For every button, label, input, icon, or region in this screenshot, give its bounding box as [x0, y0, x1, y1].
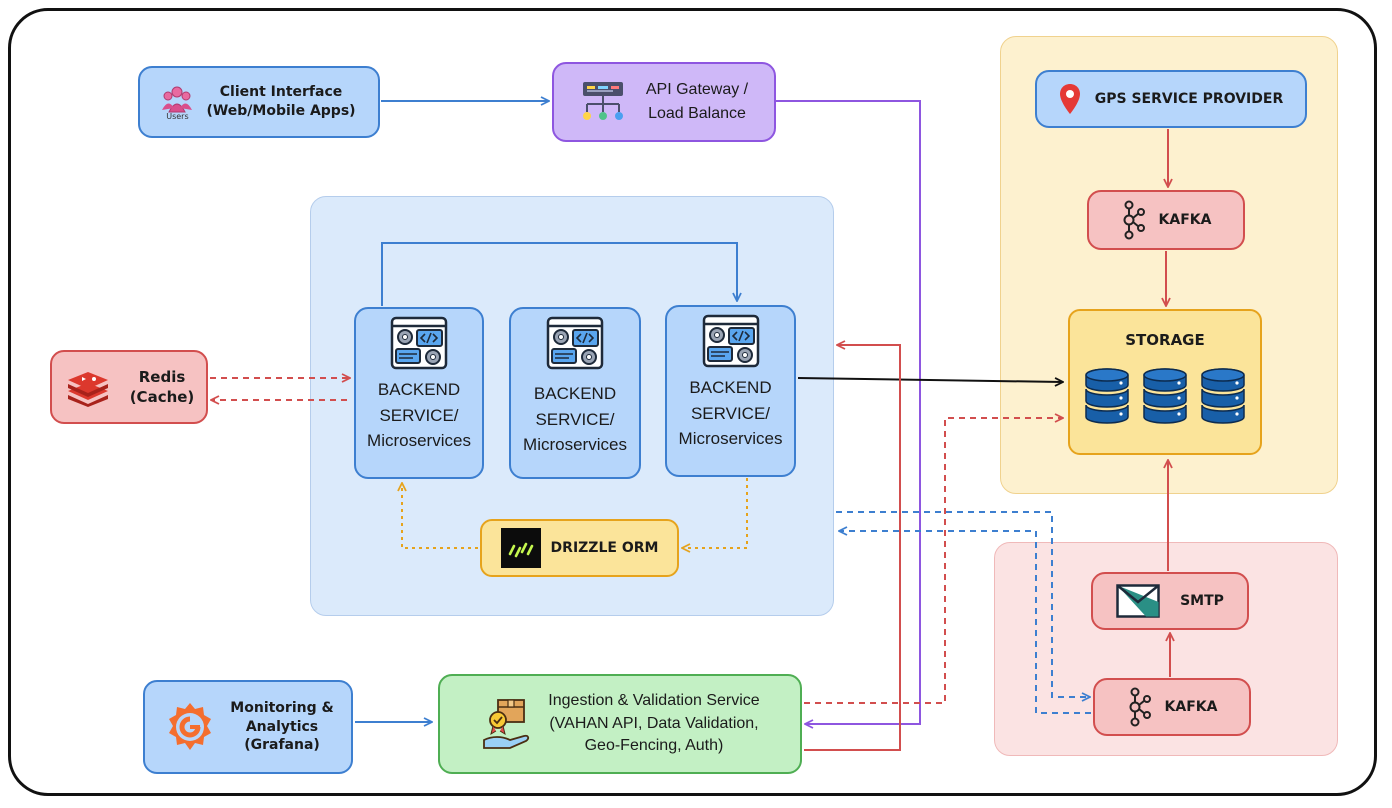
package-hand-icon — [483, 699, 530, 749]
ingestion-service-node: Ingestion & Validation Service (VAHAN AP… — [438, 674, 802, 774]
backend-service-1: BACKEND SERVICE/ Microservices — [354, 307, 484, 479]
monitoring-line2: Analytics — [245, 718, 319, 735]
monitoring-node: Monitoring & Analytics (Grafana) — [143, 680, 353, 774]
backend-2-line1: BACKEND — [533, 384, 617, 403]
redis-icon — [67, 372, 108, 407]
gateway-title: API Gateway / — [645, 81, 749, 98]
backend-2-line3: Microservices — [523, 435, 627, 454]
gateway-subtitle: Load Balance — [648, 105, 746, 122]
smtp-node: SMTP — [1091, 572, 1249, 630]
backend-3-line3: Microservices — [678, 429, 783, 448]
backend-service-3: BACKEND SERVICE/ Microservices — [665, 305, 796, 477]
ingestion-line1: Ingestion & Validation Service — [548, 692, 760, 710]
drizzle-label: DRIZZLE ORM — [550, 540, 659, 556]
drizzle-icon — [500, 528, 541, 568]
mail-icon — [1116, 584, 1160, 618]
redis-subtitle: (Cache) — [129, 388, 195, 406]
storage-node: STORAGE — [1068, 309, 1262, 455]
users-icon-caption: Users — [166, 111, 189, 121]
backend-2-line2: SERVICE/ — [535, 409, 615, 429]
database-icon — [1085, 368, 1129, 424]
api-gateway-node: API Gateway / Load Balance — [552, 62, 776, 142]
client-interface-node: Users Client Interface (Web/Mobile Apps) — [138, 66, 380, 138]
backend-1-line1: BACKEND — [377, 380, 461, 399]
monitoring-line1: Monitoring & — [230, 699, 334, 716]
code-gear-icon — [702, 314, 759, 368]
drizzle-orm-node: DRIZZLE ORM — [480, 519, 679, 577]
backend-1-line3: Microservices — [367, 431, 471, 450]
gps-provider-node: GPS SERVICE PROVIDER — [1035, 70, 1307, 128]
database-icon — [1201, 368, 1245, 424]
grafana-icon — [169, 703, 212, 750]
code-gear-icon — [546, 316, 604, 370]
kafka-bottom-node: KAFKA — [1093, 678, 1251, 736]
ingestion-line3: Geo-Fencing, Auth) — [584, 737, 724, 755]
network-icon — [582, 82, 623, 120]
kafka-icon — [1129, 687, 1151, 727]
database-icon — [1143, 368, 1187, 424]
code-gear-icon — [390, 316, 448, 370]
client-subtitle: (Web/Mobile Apps) — [206, 103, 356, 119]
backend-service-2: BACKEND SERVICE/ Microservices — [509, 307, 641, 479]
kafka-top-label: KAFKA — [1158, 212, 1212, 228]
ingestion-line2: (VAHAN API, Data Validation, — [549, 714, 759, 732]
redis-node: Redis (Cache) — [50, 350, 208, 424]
kafka-bottom-label: KAFKA — [1164, 699, 1218, 715]
users-icon: Users — [162, 84, 193, 121]
gps-label: GPS SERVICE PROVIDER — [1094, 91, 1284, 107]
monitoring-line3: (Grafana) — [244, 737, 320, 754]
client-title: Client Interface — [219, 84, 343, 101]
kafka-icon — [1123, 200, 1145, 240]
smtp-label: SMTP — [1180, 593, 1224, 609]
redis-title: Redis — [138, 367, 186, 386]
kafka-top-node: KAFKA — [1087, 190, 1245, 250]
backend-3-line2: SERVICE/ — [690, 403, 771, 423]
backend-1-line2: SERVICE/ — [379, 405, 459, 425]
backend-3-line1: BACKEND — [689, 378, 772, 397]
location-pin-icon — [1059, 84, 1080, 114]
storage-label: STORAGE — [1125, 331, 1205, 349]
